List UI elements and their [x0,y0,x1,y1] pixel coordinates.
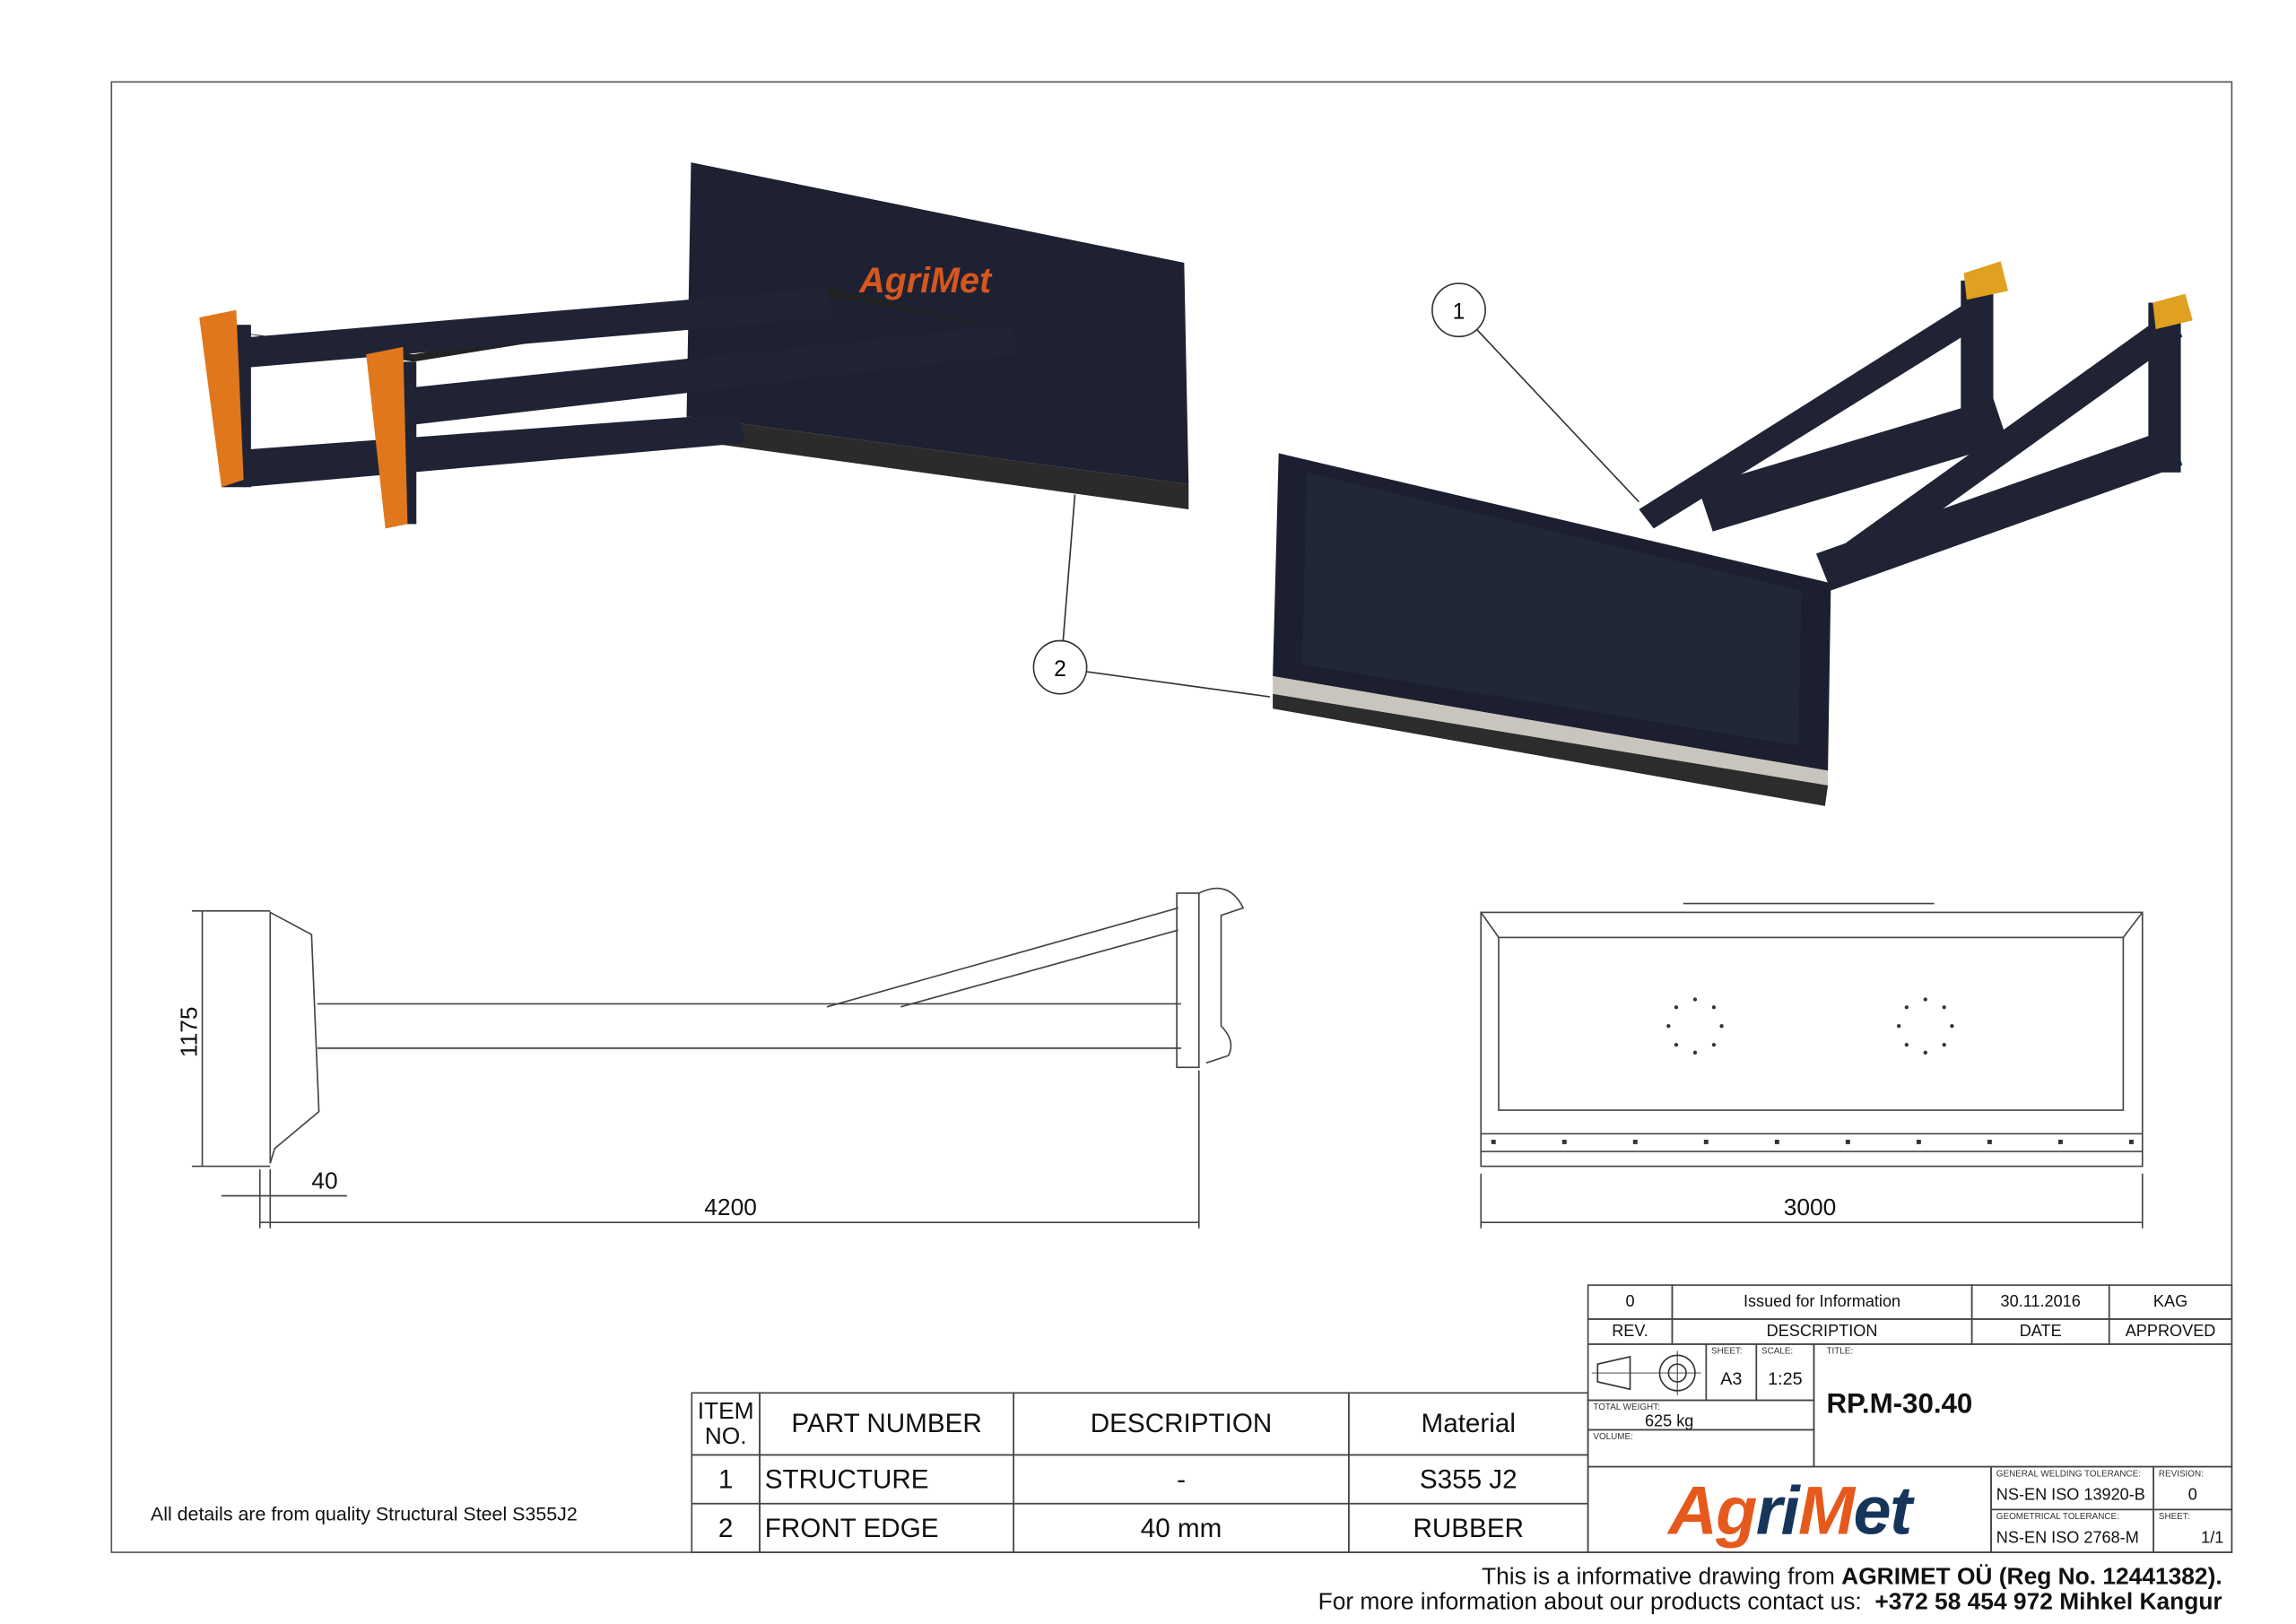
total-weight: TOTAL WEIGHT:625 kg [1587,1399,1815,1431]
bom-row-desc: 40 mm [1013,1502,1350,1553]
bolt-hole [1666,1024,1671,1029]
bom-row-part: FRONT EDGE [759,1502,1015,1553]
weight-label: TOTAL WEIGHT: [1593,1403,1660,1413]
bolt-hole [1897,1024,1901,1029]
title-cell: TITLE: RP.M-30.40 [1813,1343,2233,1468]
edge-bolt [1703,1139,1709,1144]
bolt-hole [1904,1005,1909,1010]
volume: VOLUME: [1587,1429,1815,1468]
blade-logo: AgriMet [858,261,993,300]
bom-row-material: RUBBER [1348,1502,1589,1553]
bolt-hole [1942,1042,1946,1047]
sheet-number: SHEET: 1/1 [2152,1508,2233,1553]
balloon-1: 1 [1431,282,1639,503]
welding-value: NS-EN ISO 13920-B [1996,1486,2145,1504]
edge-bolt [1561,1139,1567,1144]
company-logo: AgriMet [1587,1465,1992,1553]
bolt-hole [1923,997,1927,1002]
description-header: DESCRIPTION [1671,1318,1973,1345]
footer-contact-text: For more information about our products … [1318,1590,1875,1616]
svg-text:2: 2 [1054,657,1066,682]
bolt-hole [1950,1024,1954,1029]
balloon-2: 2 [1032,494,1270,698]
geometric-label: GEOMETRICAL TOLERANCE: [1996,1513,2119,1523]
footer-line-2: For more information about our products … [1318,1590,2222,1617]
revision: REVISION: 0 [2152,1465,2233,1511]
front-view [1480,902,2144,1229]
bolt-hole [1711,1005,1717,1010]
edge-bolt [1987,1139,1992,1144]
edge-bolt [2057,1139,2063,1144]
bolt-hole [1674,1005,1679,1010]
edge-bolt [1845,1139,1850,1144]
edge-bolt [1491,1139,1496,1144]
volume-label: VOLUME: [1593,1433,1633,1443]
dimension-edge: 40 [311,1168,338,1194]
sheetno-label: SHEET: [2158,1513,2190,1523]
revision-value: 0 [2187,1486,2197,1504]
rev-value: 0 [1587,1284,1674,1320]
scale-value: 1:25 [1768,1368,1803,1389]
bom-header-desc: DESCRIPTION [1013,1392,1350,1456]
svg-text:1: 1 [1453,300,1465,325]
projection-symbol-icon [1587,1343,1708,1402]
bom-header-part: PART NUMBER [759,1392,1015,1456]
material-note: All details are from quality Structural … [150,1502,578,1525]
company-registration: AGRIMET OÜ (Reg No. 12441382) [1841,1565,2216,1591]
rev-date: 30.11.2016 [1970,1284,2110,1320]
bolt-hole [1904,1042,1909,1047]
bolt-hole [1923,1050,1927,1055]
bom-header-item: ITEM NO. [691,1392,761,1456]
scale-label: SCALE: [1761,1348,1794,1357]
welding-label: GENERAL WELDING TOLERANCE: [1996,1470,2142,1480]
bom-row-material: S355 J2 [1348,1454,1589,1505]
dimension-length: 4200 [704,1195,757,1221]
edge-bolt [2128,1139,2134,1144]
iso-view-rear: AgriMet [199,162,1189,529]
dimension-height: 1175 [177,1006,203,1058]
rev-approved: KAG [2108,1284,2233,1320]
edge-bolt [1916,1139,1921,1144]
edge-bolt [1774,1139,1779,1144]
bom-row-desc: - [1013,1454,1350,1505]
side-view [192,887,1245,1229]
title-label: TITLE: [1826,1348,1854,1357]
bom-row-item: 1 [691,1454,761,1505]
bolt-circles [1491,997,2134,1144]
date-header: DATE [1970,1318,2110,1345]
welding-tolerance: GENERAL WELDING TOLERANCE: NS-EN ISO 1392… [1990,1465,2154,1511]
rev-header: REV. [1587,1318,1674,1345]
weight-value: 625 kg [1644,1411,1694,1430]
sheet-label: SHEET: [1711,1348,1743,1357]
iso-view-front [1273,261,2193,806]
bolt-hole [1692,1050,1698,1055]
bom-row-item: 2 [691,1502,761,1553]
bom-header-material: Material [1348,1392,1589,1456]
footer-text: This is a informative drawing from [1482,1565,1842,1591]
edge-bolt [1632,1139,1638,1144]
sheet-value: A3 [1720,1368,1743,1389]
geometric-value: NS-EN ISO 2768-M [1996,1528,2139,1547]
contact-phone: +372 58 454 972 Mihkel Kangur [1874,1590,2222,1616]
sheetno-value: 1/1 [2201,1528,2224,1547]
bolt-hole [1674,1042,1679,1047]
drawing-title: RP.M-30.40 [1826,1389,1973,1420]
scale: SCALE: 1:25 [1755,1343,1815,1402]
bom-row-part: STRUCTURE [759,1454,1015,1505]
revision-label: REVISION: [2158,1470,2204,1480]
logo-text: AgriMet [1668,1471,1912,1549]
sheet-size: SHEET: A3 [1705,1343,1758,1402]
bolt-hole [1711,1042,1717,1047]
rev-description: Issued for Information [1671,1284,1973,1320]
dimension-width: 3000 [1783,1195,1837,1221]
bolt-hole [1719,1024,1724,1029]
footer-line-1: This is a informative drawing from AGRIM… [1482,1565,2222,1592]
geometrical-tolerance: GEOMETRICAL TOLERANCE: NS-EN ISO 2768-M [1990,1508,2154,1553]
approved-header: APPROVED [2108,1318,2233,1345]
bolt-hole [1942,1005,1946,1010]
bolt-hole [1692,997,1698,1002]
footer-period: . [2215,1565,2222,1591]
